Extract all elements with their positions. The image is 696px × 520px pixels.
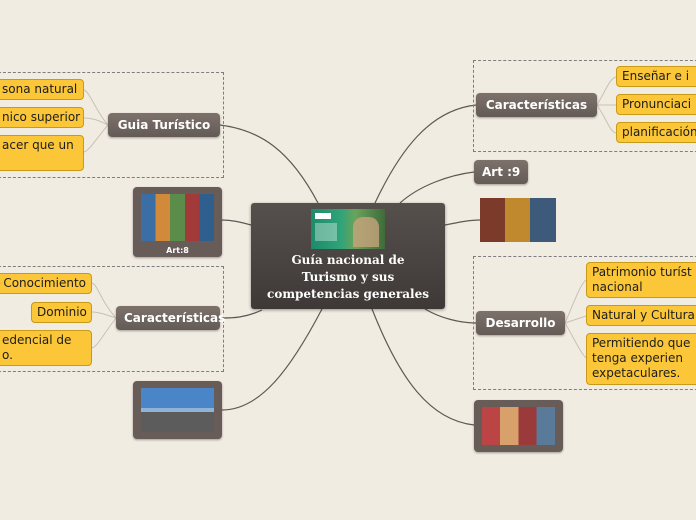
caracteristicas-right-label: Características	[485, 98, 588, 112]
caracteristicas-left-leaf-3-line-1: edencial de	[2, 333, 72, 347]
street-photo-node[interactable]	[133, 381, 222, 439]
art8-image-node[interactable]: Art:8	[133, 187, 222, 257]
art8-caption: Art:8	[166, 246, 189, 255]
desarrollo-leaf-1[interactable]: Patrimonio turíst nacional	[586, 262, 696, 298]
guia-turistico-group	[0, 72, 224, 178]
art9-node[interactable]: Art :9	[474, 160, 528, 184]
desarrollo-group	[473, 256, 696, 390]
desarrollo-leaf-1-line-1: Patrimonio turíst	[592, 265, 692, 279]
desarrollo-node[interactable]: Desarrollo	[476, 311, 565, 335]
desarrollo-leaf-2[interactable]: Natural y Cultura	[586, 305, 696, 326]
caracteristicas-left-leaf-3-line-2: o.	[2, 348, 13, 362]
desarrollo-leaf-3-line-3: expetaculares.	[592, 366, 681, 380]
caracteristicas-right-leaf-2[interactable]: Pronunciaci	[616, 94, 696, 115]
group-photo	[480, 198, 556, 242]
guia-turistico-leaf-2[interactable]: nico superior	[0, 107, 84, 128]
caracteristicas-left-leaf-1[interactable]: Conocimiento	[0, 273, 92, 294]
collage-photo	[482, 407, 555, 445]
group-photo-node[interactable]	[480, 198, 556, 242]
caracteristicas-right-node[interactable]: Características	[476, 93, 597, 117]
desarrollo-leaf-3-line-2: tenga experien	[592, 351, 684, 365]
guia-turistico-leaf-3[interactable]: acer que un	[0, 135, 84, 171]
street-photo	[141, 388, 214, 432]
art9-label: Art :9	[482, 165, 521, 179]
guia-turistico-node[interactable]: Guia Turístico	[108, 113, 220, 137]
central-topic[interactable]: Guía nacional de Turismo y sus competenc…	[251, 203, 445, 309]
caracteristicas-right-leaf-1[interactable]: Enseñar e i	[616, 66, 696, 87]
desarrollo-leaf-3-line-1: Permitiendo que	[592, 336, 691, 350]
art8-photo-collage	[141, 194, 214, 241]
caracteristicas-left-group	[0, 266, 224, 372]
caracteristicas-left-leaf-3[interactable]: edencial de o.	[0, 330, 92, 366]
caracteristicas-right-leaf-3[interactable]: planificación	[616, 122, 696, 143]
desarrollo-leaf-3[interactable]: Permitiendo que tenga experien expetacul…	[586, 333, 696, 385]
caracteristicas-left-leaf-2[interactable]: Dominio	[31, 302, 92, 323]
guia-turistico-label: Guia Turístico	[117, 118, 211, 132]
caracteristicas-right-group	[473, 60, 696, 152]
guia-turistico-leaf-1[interactable]: sona natural	[0, 79, 84, 100]
caracteristicas-left-node[interactable]: Características	[116, 306, 225, 330]
caracteristicas-left-label: Características	[124, 311, 226, 325]
desarrollo-leaf-1-line-2: nacional	[592, 280, 643, 294]
central-topic-title: Guía nacional de Turismo y sus competenc…	[267, 253, 429, 301]
central-topic-image	[311, 209, 385, 249]
guia-turistico-leaf-3-text: acer que un	[2, 138, 74, 152]
desarrollo-label: Desarrollo	[485, 316, 556, 330]
collage-photo-node[interactable]	[474, 400, 563, 452]
